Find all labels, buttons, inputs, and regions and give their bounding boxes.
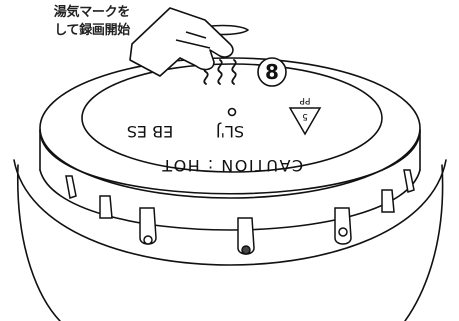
lid-markings: CAUTION : HOT: [161, 156, 303, 175]
lid-skirt-bottom: [39, 169, 421, 231]
center-dot: [227, 107, 237, 117]
recycle-symbol-icon: 5 PP: [288, 95, 322, 136]
pointing-hand-icon: [129, 7, 234, 77]
lid-inner-ellipse: [81, 63, 383, 173]
tab: [381, 189, 395, 213]
tab: [334, 207, 352, 245]
tab: [403, 169, 415, 193]
step-number: 8: [265, 60, 279, 84]
callout-line-2: して録画開始: [54, 23, 130, 38]
pot-body-outline: [16, 164, 444, 321]
tab-hole: [338, 227, 348, 237]
recycle-material: PP: [299, 95, 310, 105]
lid-tabs: [65, 169, 415, 255]
lid-top-ellipse: [39, 57, 421, 199]
caution-text: CAUTION : HOT: [161, 156, 303, 175]
tab-hole: [143, 235, 153, 245]
instruction-callout: 湯気マークを して録画開始: [0, 4, 131, 40]
callout-line-1: 湯気マークを: [53, 5, 131, 20]
marking-middle: SL'J: [216, 122, 244, 141]
recycle-code: 5: [302, 111, 308, 121]
marking-left: EB ES: [127, 122, 173, 141]
step-number-badge: 8: [257, 57, 287, 87]
tab: [65, 175, 77, 199]
tab: [99, 195, 113, 219]
pot-rim: [13, 159, 447, 266]
tab-hole-active: [241, 245, 251, 255]
